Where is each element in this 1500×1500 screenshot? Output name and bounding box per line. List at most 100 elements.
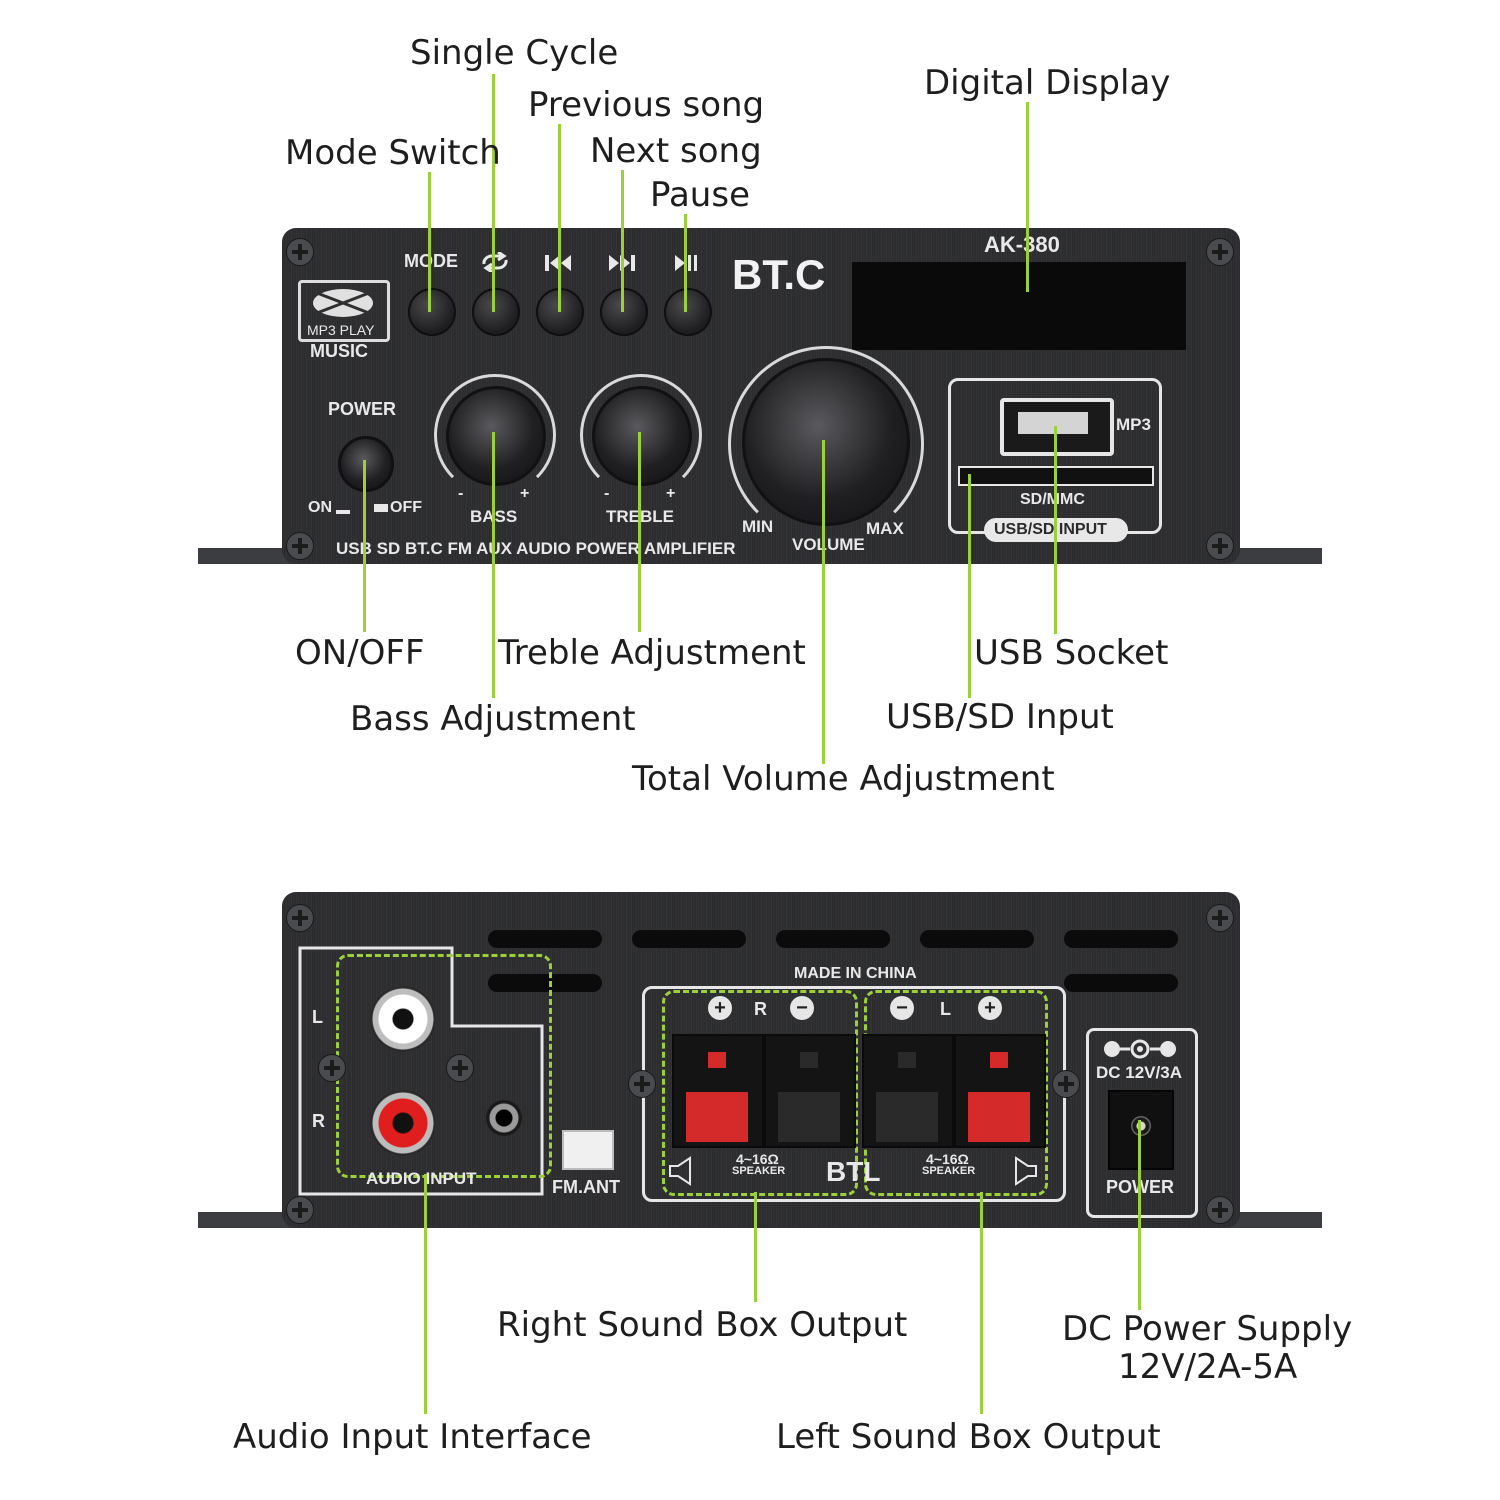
model-label: AK-380 — [984, 232, 1060, 257]
dc-jack-pin — [1131, 1116, 1151, 1136]
treble-scale-ring — [580, 374, 702, 496]
leader-single-cycle — [492, 74, 495, 312]
callout-usb-socket: USB Socket — [974, 633, 1169, 673]
terminal-clip — [778, 1092, 840, 1142]
right-positive-terminal[interactable] — [672, 1034, 764, 1148]
treble-knob[interactable] — [592, 386, 692, 486]
leader-previous-song — [558, 124, 561, 312]
terminal-clip — [968, 1092, 1030, 1142]
brand-label: BT.C — [732, 251, 826, 298]
bass-knob[interactable] — [446, 386, 546, 486]
previous-track-icon — [545, 255, 571, 271]
callout-usb-sd-input: USB/SD Input — [886, 697, 1114, 737]
power-switch[interactable] — [338, 436, 394, 492]
on-label: ON — [308, 499, 332, 516]
left-terminal-label: L — [940, 999, 951, 1019]
pause-button[interactable] — [664, 288, 712, 336]
left-impedance-label: 4~16Ω — [926, 1151, 969, 1167]
screw-icon — [286, 532, 314, 560]
dc-rating-label: DC 12V/3A — [1096, 1063, 1182, 1082]
speaker-icon — [1015, 1156, 1037, 1186]
disc-logo-icon — [313, 289, 373, 317]
screw-icon — [286, 238, 314, 266]
terminal-hole — [800, 1052, 818, 1068]
callout-total-volume: Total Volume Adjustment — [632, 759, 1055, 799]
sd-mmc-label: SD/MMC — [1020, 491, 1085, 508]
audio-input-highlight — [336, 954, 552, 1178]
vent-slot — [488, 974, 602, 992]
callout-previous-song: Previous song — [528, 85, 765, 125]
terminal-hole — [990, 1052, 1008, 1068]
screw-icon — [286, 1196, 314, 1224]
treble-minus: - — [604, 485, 610, 502]
leader-digital-display — [1026, 102, 1029, 292]
callout-audio-input-interface: Audio Input Interface — [233, 1417, 592, 1457]
screw-icon — [1206, 238, 1234, 266]
callout-left-sound-box: Left Sound Box Output — [776, 1417, 1161, 1457]
repeat-icon — [482, 252, 508, 272]
bass-minus: - — [458, 485, 464, 502]
rca-right-jack[interactable] — [370, 1090, 436, 1156]
callout-pause: Pause — [650, 175, 750, 215]
callout-mode-switch: Mode Switch — [285, 133, 501, 173]
screw-icon — [286, 904, 314, 932]
dc-power-jack[interactable] — [1108, 1090, 1174, 1170]
volume-knob[interactable] — [742, 358, 910, 526]
right-negative-terminal[interactable] — [764, 1034, 856, 1148]
leader-left-output — [980, 1192, 983, 1414]
callout-on-off: ON/OFF — [295, 633, 425, 673]
off-label: OFF — [390, 499, 422, 516]
left-negative-terminal[interactable] — [862, 1034, 954, 1148]
vent-slot — [632, 930, 746, 948]
aux-jack[interactable] — [486, 1100, 522, 1136]
terminal-clip — [686, 1092, 748, 1142]
leader-next-song — [621, 170, 624, 312]
screw-icon — [446, 1054, 474, 1082]
right-terminal-label: R — [754, 999, 767, 1019]
speaker-icon — [669, 1156, 691, 1186]
callout-right-sound-box: Right Sound Box Output — [497, 1305, 908, 1345]
right-minus-sign: − — [790, 996, 814, 1020]
on-position-icon — [336, 510, 350, 514]
screw-icon — [1206, 904, 1234, 932]
left-positive-terminal[interactable] — [954, 1034, 1046, 1148]
callout-single-cycle: Single Cycle — [410, 33, 619, 73]
audio-input-label: AUDIO INPUT — [366, 1169, 477, 1188]
off-position-icon — [374, 504, 388, 512]
screw-icon — [1206, 532, 1234, 560]
terminal-clip — [876, 1092, 938, 1142]
left-plus-sign: + — [978, 996, 1002, 1020]
next-button[interactable] — [600, 288, 648, 336]
leader-treble — [638, 432, 641, 632]
bass-scale-ring — [434, 374, 556, 496]
terminal-hole — [708, 1052, 726, 1068]
screw-icon — [318, 1054, 346, 1082]
polarity-icon — [1104, 1039, 1176, 1059]
left-speaker-label: SPEAKER — [922, 1165, 976, 1177]
amplifier-caption: USB SD BT.C FM AUX AUDIO POWER AMPLIFIER — [336, 539, 736, 558]
leader-mode-switch — [428, 172, 431, 312]
fm-antenna-port[interactable] — [562, 1130, 614, 1170]
screw-icon — [1052, 1070, 1080, 1098]
right-plus-sign: + — [708, 996, 732, 1020]
leader-on-off — [363, 460, 366, 632]
max-label: MAX — [866, 519, 904, 538]
callout-treble-adjustment: Treble Adjustment — [498, 633, 806, 673]
leader-usb-sd-input — [968, 474, 971, 698]
mode-label: MODE — [404, 251, 458, 271]
mode-button[interactable] — [408, 288, 456, 336]
volume-label: VOLUME — [792, 535, 865, 554]
leader-bass — [492, 432, 495, 698]
leader-usb-socket — [1054, 426, 1057, 634]
digital-display — [852, 262, 1186, 350]
rca-left-jack[interactable] — [370, 986, 436, 1052]
usb-sd-input-tag-text: USB/SD INPUT — [994, 521, 1107, 538]
dc-power-frame — [1086, 1028, 1198, 1218]
bass-plus: + — [520, 485, 530, 502]
usb-socket[interactable] — [1000, 398, 1114, 456]
repeat-button[interactable] — [472, 288, 520, 336]
volume-scale-ring — [728, 346, 924, 542]
leader-dc-power — [1138, 1120, 1141, 1310]
screw-icon — [628, 1070, 656, 1098]
power-label: POWER — [328, 399, 397, 419]
